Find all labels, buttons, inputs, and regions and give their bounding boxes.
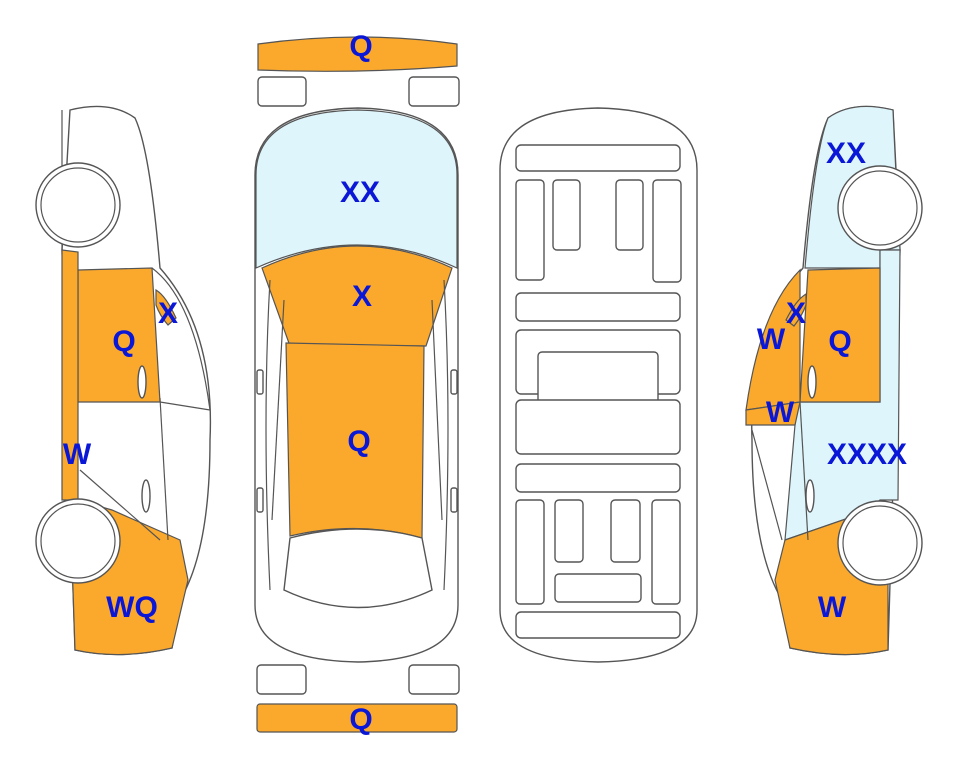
right-side-view (745, 105, 923, 656)
damage-labels: Q XX X Q Q X Q W WQ XX X W Q W XXXX W (63, 30, 907, 736)
left-taillight (256, 664, 307, 695)
right-sill[interactable] (745, 401, 801, 426)
mark-left-front-door: W (63, 438, 92, 471)
mark-hood-main: Q (347, 425, 370, 458)
mark-right-glass-top: XX (826, 137, 866, 170)
mark-left-front-fender: WQ (106, 591, 158, 624)
right-taillight (408, 664, 460, 695)
right-front-wheel (837, 500, 923, 586)
mark-right-front-fender: W (818, 591, 847, 624)
left-mirror-rear (256, 487, 264, 513)
mark-left-rear-door: Q (112, 325, 135, 358)
mark-right-pillar: W (757, 323, 786, 356)
mark-rear-bumper: Q (349, 703, 372, 736)
mark-windshield: XX (340, 176, 380, 209)
right-rear-wheel (837, 165, 923, 251)
mark-right-sill: W (766, 396, 795, 429)
hood-front[interactable] (261, 245, 453, 347)
mark-right-front-door: XXXX (827, 438, 907, 471)
left-front-wheel (35, 498, 121, 584)
left-rear-window[interactable] (155, 288, 177, 326)
left-side-view (35, 105, 212, 656)
rear-window (283, 528, 433, 609)
mark-right-rear-door: Q (828, 325, 851, 358)
left-rear-wheel (35, 162, 121, 248)
mark-right-rear-window: X (786, 297, 806, 330)
windshield[interactable] (255, 109, 458, 269)
right-mirror-rear (450, 487, 458, 513)
right-rear-door[interactable] (799, 267, 881, 403)
left-mirror (256, 369, 264, 395)
mark-front-bumper: Q (349, 30, 372, 63)
right-mirror (450, 369, 458, 395)
right-headlight (408, 76, 460, 107)
left-headlight (257, 76, 307, 107)
front-bumper[interactable] (257, 36, 458, 72)
right-rear-window[interactable] (785, 292, 807, 327)
mark-hood-front: X (352, 280, 372, 313)
top-view-car (254, 36, 460, 733)
rear-bumper[interactable] (256, 703, 458, 733)
mark-left-rear-window: X (158, 297, 178, 330)
interior-view (499, 107, 698, 663)
